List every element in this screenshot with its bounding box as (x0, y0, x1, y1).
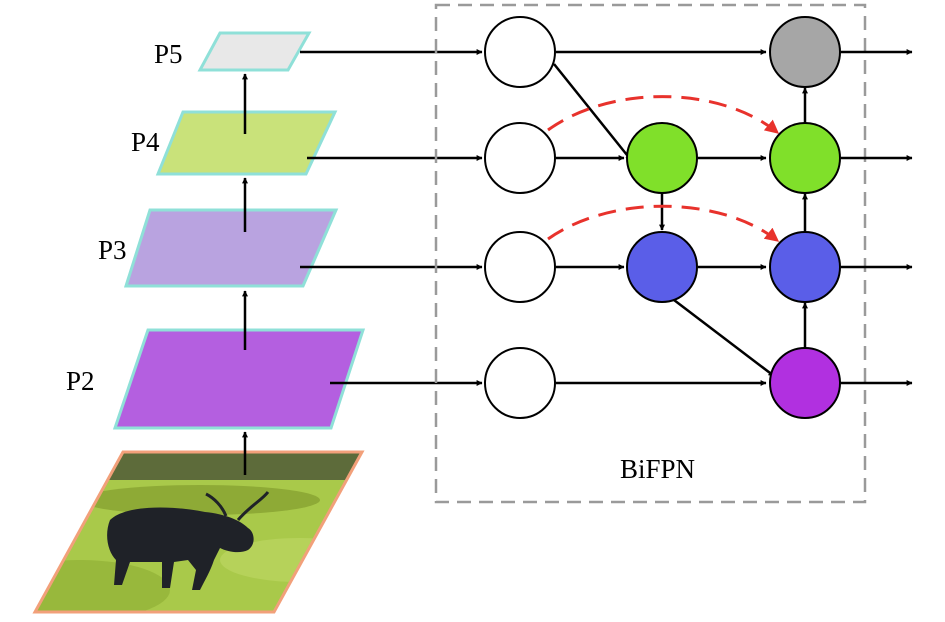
node-p5-input (484, 16, 556, 88)
edge-p3td-to-p2out (673, 299, 775, 377)
node-p3-input (484, 231, 556, 303)
node-p2-input (484, 347, 556, 419)
skip-p4in-to-p4out (547, 95, 780, 135)
level-p5-label: P5 (154, 39, 183, 69)
node-p4-output (769, 122, 841, 194)
level-p2-plane (112, 328, 366, 430)
input-image (32, 450, 365, 614)
bifpn-block: BiFPN (434, 3, 913, 504)
node-p3-output (769, 231, 841, 303)
edge-p5in-to-p4td (553, 63, 632, 161)
node-p3-intermediate (626, 231, 698, 303)
node-p5-output (769, 16, 841, 88)
level-p4-label: P4 (131, 127, 160, 157)
skip-p3in-to-p3out (547, 204, 780, 243)
level-p5-plane (197, 31, 312, 72)
level-p2-label: P2 (66, 366, 95, 396)
level-p4-plane (155, 110, 338, 176)
level-p3-plane (123, 208, 339, 288)
bifpn-label: BiFPN (620, 454, 695, 484)
node-p2-output (769, 347, 841, 419)
feature-pyramid: P5 P4 P3 P2 (32, 31, 483, 614)
node-p4-input (484, 122, 556, 194)
node-p4-intermediate (626, 122, 698, 194)
level-p3-label: P3 (98, 235, 127, 265)
